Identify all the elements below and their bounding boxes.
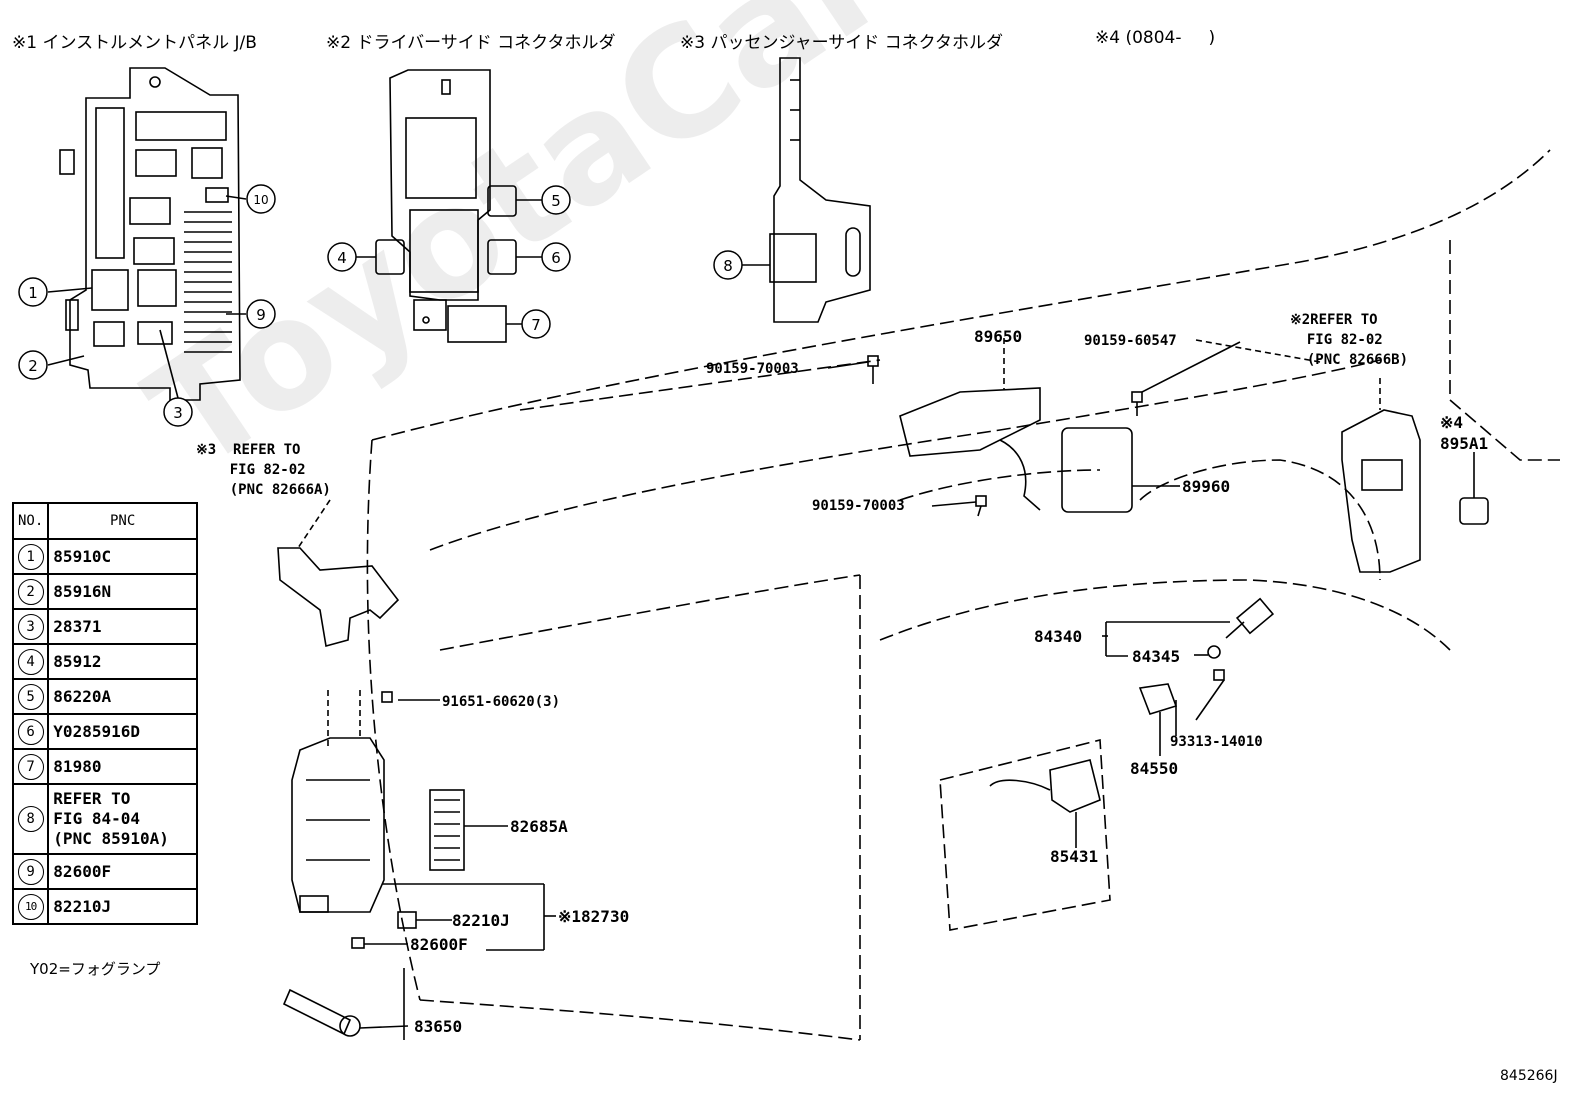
diagram-id: 845266J (1500, 1068, 1558, 1084)
callout-7: 7 (521, 309, 551, 339)
dashboard-outline (366, 149, 1560, 1041)
row-number: 9 (17, 858, 44, 885)
label-89960: 89960 (1182, 477, 1230, 496)
pnc-table: NO. PNC 1 85910C 2 85916N 3 28371 4 8591… (11, 502, 198, 925)
passenger-connector-holder-drawing (769, 57, 871, 323)
module-89650-drawing (899, 387, 1041, 511)
header-note-4: ※4 (0804- ) (1095, 28, 1216, 48)
label-82210j: 82210J (452, 911, 510, 930)
header-note-1: ※1 インストルメントパネル J/B (12, 33, 257, 53)
callout-8: 8 (713, 250, 743, 280)
table-row: 6 Y0285916D (11, 713, 198, 750)
label-895a1: ※4 895A1 (1440, 413, 1489, 453)
row-pnc: 82600F (47, 853, 198, 890)
label-82685a: 82685A (510, 817, 568, 836)
row-number: 3 (17, 613, 44, 640)
callout-1: 1 (18, 277, 48, 307)
label-90159-70003-mid: 90159-70003 (812, 498, 905, 514)
jb-detail-drawing (59, 67, 241, 401)
svg-text:10: 10 (253, 193, 268, 207)
table-header-no: NO. (11, 502, 50, 540)
label-84345: 84345 (1132, 647, 1180, 666)
label-84340: 84340 (1034, 627, 1082, 646)
callout-9: 9 (246, 299, 276, 329)
connector-895a1-drawing (1459, 497, 1489, 525)
label-82600f: 82600F (410, 935, 468, 954)
svg-text:8: 8 (723, 257, 733, 275)
table-row: 7 81980 (11, 748, 198, 785)
row-number: 5 (17, 683, 44, 710)
callout-6: 6 (541, 242, 571, 272)
row-pnc: 85910C (47, 538, 198, 575)
bolt-drawings (381, 355, 1225, 703)
callout-3: 3 (163, 397, 193, 427)
row-number: 8 (17, 806, 44, 832)
table-row: 9 82600F (11, 853, 198, 890)
label-182730: ※182730 (558, 907, 629, 926)
ref-82666b: ※2REFER TO FIG 82-02 (PNC 82666B) (1290, 312, 1409, 368)
callout-2: 2 (18, 350, 48, 380)
callout-5: 5 (541, 185, 571, 215)
table-header-pnc: PNC (47, 502, 198, 540)
row-number: 1 (17, 543, 44, 570)
table-row: 4 85912 (11, 643, 198, 680)
switch-85431-drawing (989, 759, 1101, 813)
module-89960-drawing (1061, 427, 1170, 513)
label-90159-60547: 90159-60547 (1084, 333, 1177, 349)
table-row: 1 85910C (11, 538, 198, 575)
driver-connector-holder-drawing (375, 69, 517, 343)
svg-text:7: 7 (531, 316, 541, 334)
bracket-82666a-drawing (277, 547, 400, 648)
svg-text:2: 2 (28, 357, 38, 375)
relay-82210j-drawing (397, 911, 417, 929)
svg-text:5: 5 (551, 192, 561, 210)
row-pnc: 81980 (47, 748, 198, 785)
label-93313-14010: 93313-14010 (1170, 734, 1263, 750)
fuse-82600f-drawing (351, 937, 365, 949)
jb-assembly-drawing (291, 737, 385, 913)
footnote: Y02=フォグランプ (30, 960, 161, 978)
row-number: 10 (17, 893, 44, 920)
row-pnc: 86220A (47, 678, 198, 715)
label-91651-60620: 91651-60620(3) (442, 694, 560, 710)
row-pnc: 85916N (47, 573, 198, 610)
row-number: 2 (17, 578, 44, 605)
label-89650: 89650 (974, 327, 1022, 346)
svg-text:3: 3 (173, 404, 183, 422)
table-row: 3 28371 (11, 608, 198, 645)
row-pnc: 82210J (47, 888, 198, 925)
label-85431: 85431 (1050, 847, 1098, 866)
row-pnc: Y0285916D (47, 713, 198, 750)
callout-4: 4 (327, 242, 357, 272)
switch-84550-drawing (1138, 683, 1178, 715)
table-row: 8 REFER TO FIG 84-04 (PNC 85910A) (11, 783, 198, 855)
svg-text:6: 6 (551, 249, 561, 267)
table-row: 5 86220A (11, 678, 198, 715)
header-note-3: ※3 パッセンジャーサイド コネクタホルダ (680, 33, 1003, 53)
label-90159-70003-top: 90159-70003 (706, 361, 799, 377)
fuse-83650-drawing (282, 988, 361, 1037)
svg-text:1: 1 (28, 284, 38, 302)
row-pnc: 85912 (47, 643, 198, 680)
header-note-2: ※2 ドライバーサイド コネクタホルダ (326, 33, 616, 53)
bracket-82666b-drawing (1341, 409, 1421, 573)
label-83650: 83650 (414, 1017, 462, 1036)
label-84550: 84550 (1130, 759, 1178, 778)
row-pnc: 28371 (47, 608, 198, 645)
row-number: 6 (17, 718, 44, 745)
vent-82685a-drawing (429, 789, 465, 871)
table-header-row: NO. PNC (11, 502, 198, 540)
svg-text:4: 4 (337, 249, 347, 267)
table-row: 2 85916N (11, 573, 198, 610)
row-number: 4 (17, 648, 44, 675)
callout-10: 10 (246, 184, 276, 214)
svg-text:9: 9 (256, 306, 266, 324)
row-pnc: REFER TO FIG 84-04 (PNC 85910A) (47, 783, 198, 855)
sensor-84340-drawing (1207, 597, 1275, 659)
row-number: 7 (17, 753, 44, 780)
ref-82666a: ※3 REFER TO FIG 82-02 (PNC 82666A) (196, 442, 331, 498)
table-row: 10 82210J (11, 888, 198, 925)
